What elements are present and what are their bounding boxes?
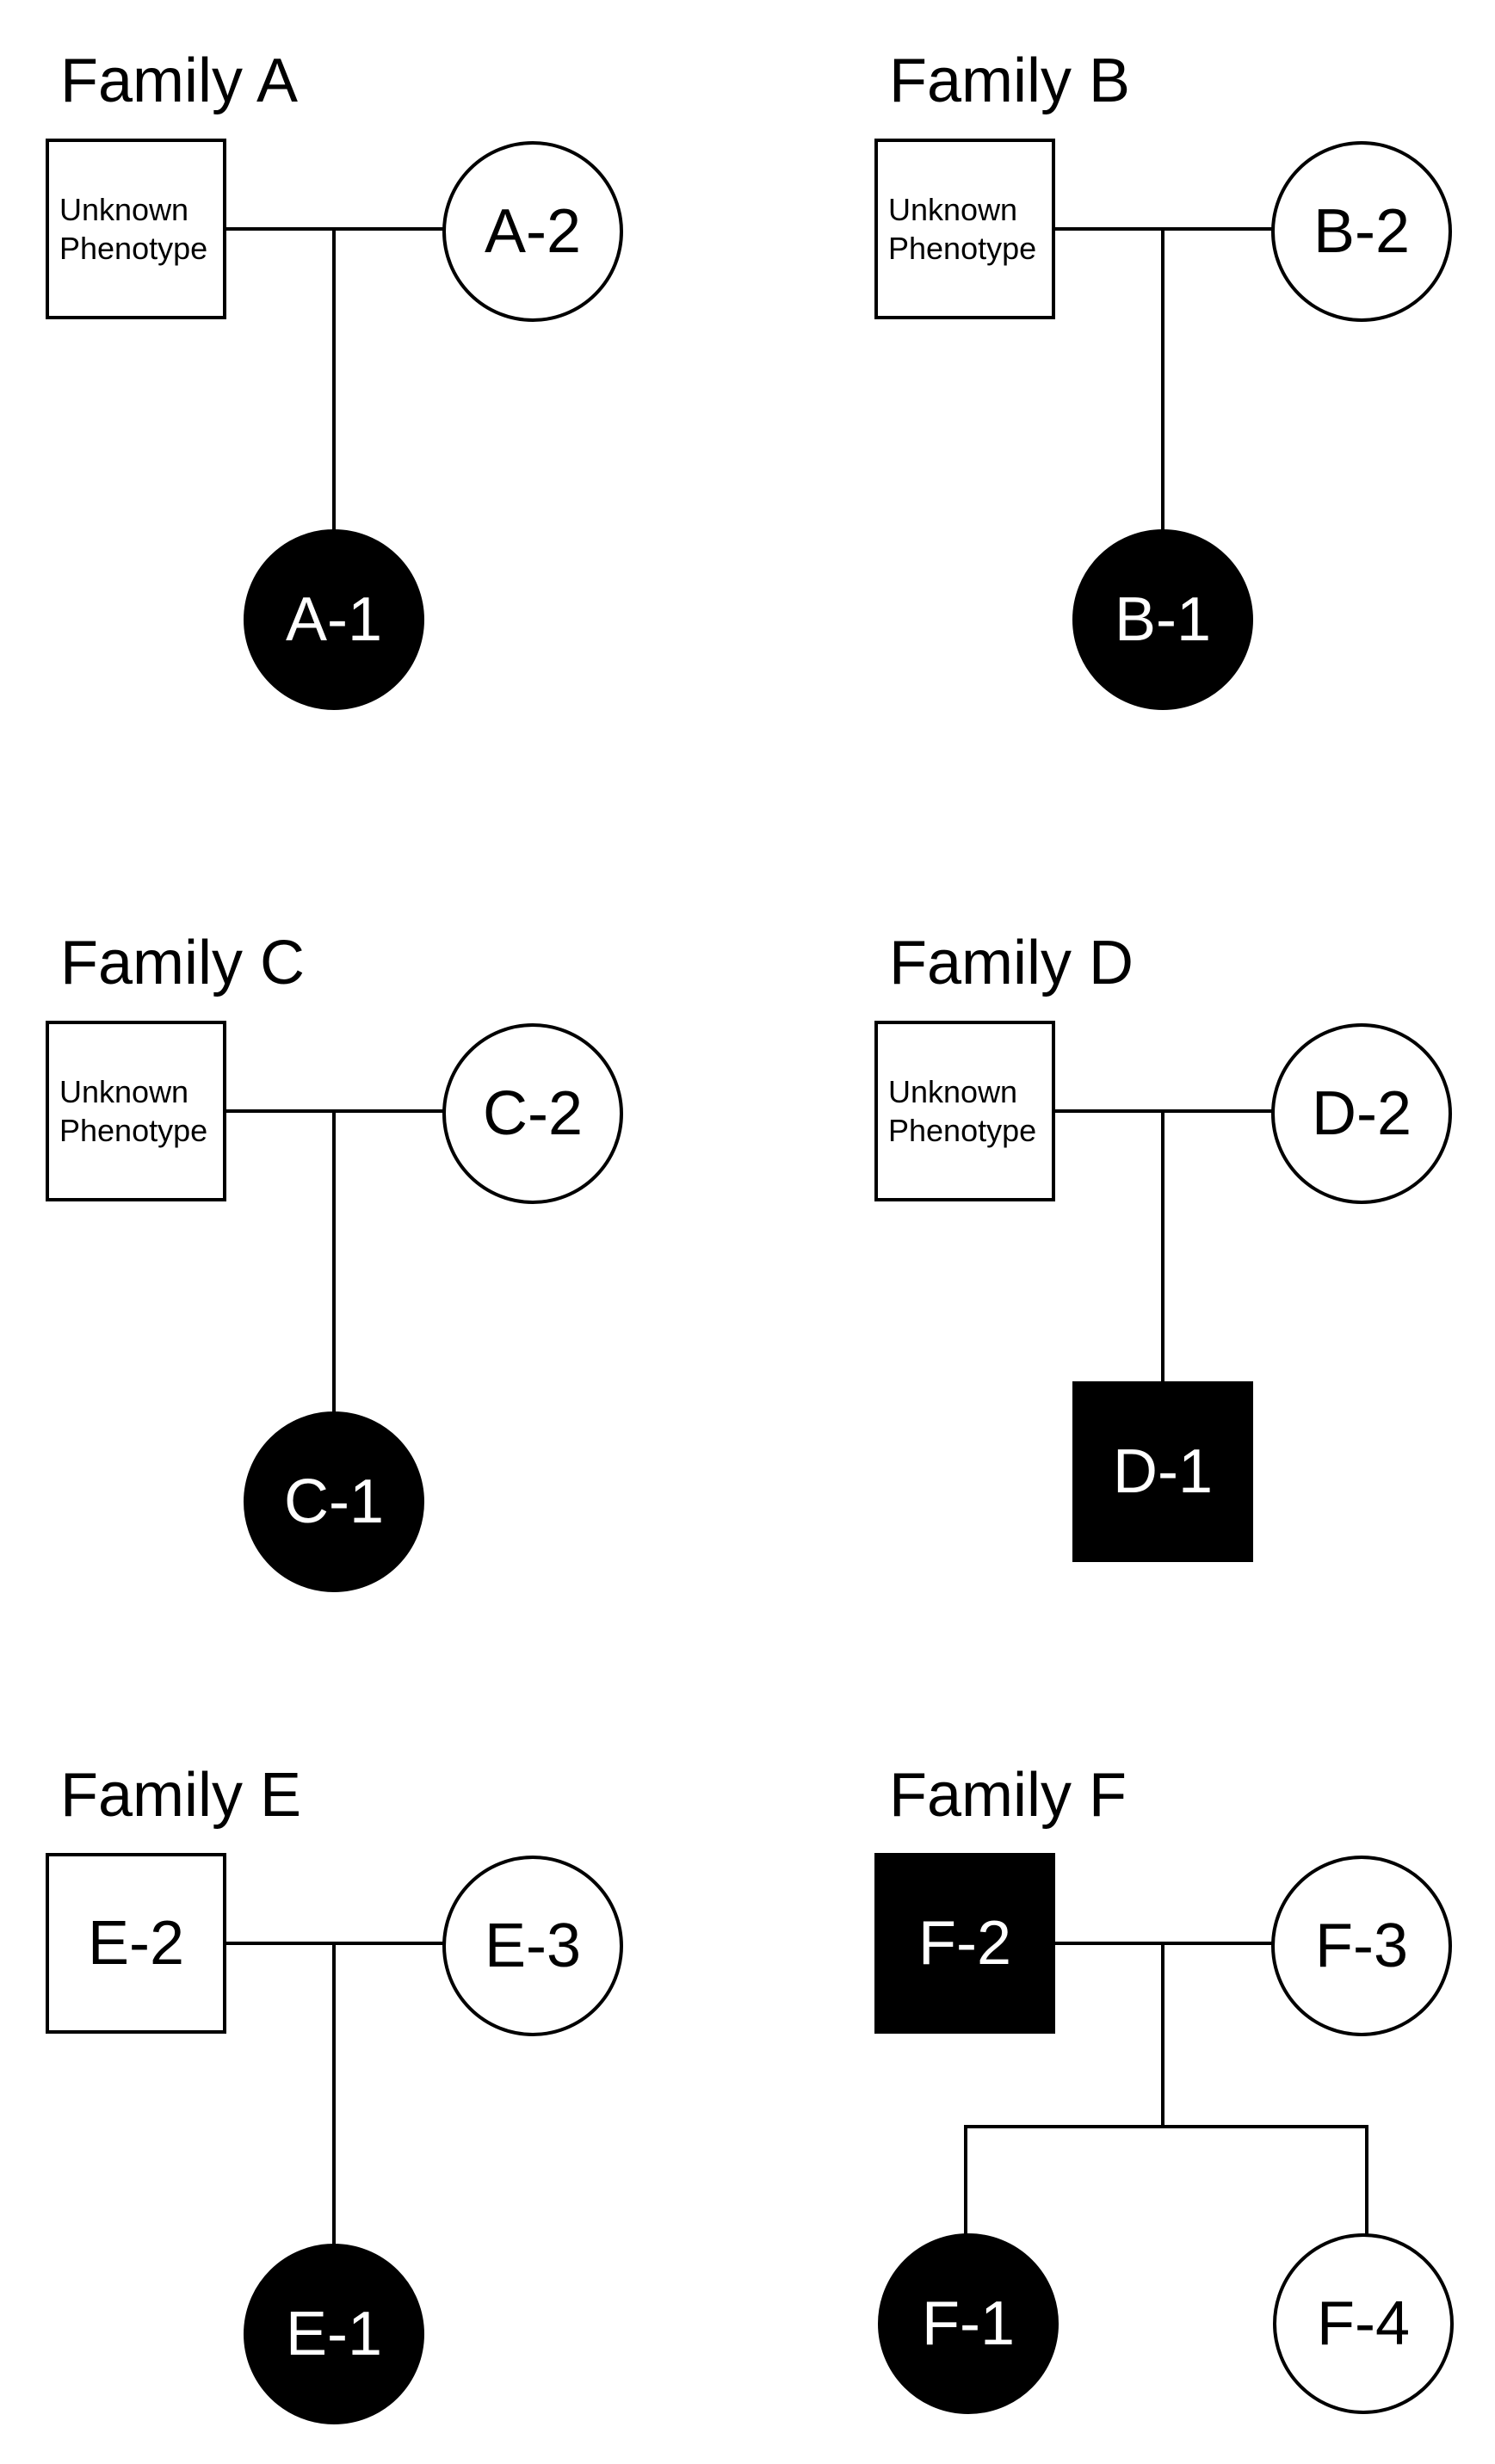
family-a-title: Family A — [60, 46, 299, 115]
family-e-father-node: E-2 — [46, 1853, 226, 2034]
family-f-child2-label: F-4 — [1317, 2289, 1410, 2358]
family-d-child-label: D-1 — [1112, 1437, 1213, 1506]
family-a-child-label: A-1 — [285, 585, 383, 654]
family-f-mother-label: F-3 — [1315, 1911, 1408, 1980]
family-e-descent-line — [332, 1943, 336, 2245]
family-e-title: Family E — [60, 1761, 302, 1830]
family-f-child2-node: F-4 — [1273, 2233, 1454, 2414]
family-e-child-label: E-1 — [285, 2300, 383, 2368]
family-b-child-label: B-1 — [1114, 585, 1212, 654]
family-c-father-node: Unknown Phenotype — [46, 1021, 226, 1201]
family-e-father-label: E-2 — [87, 1909, 185, 1978]
family-c-descent-line — [332, 1111, 336, 1413]
family-e: Family E E-2 E-3 E-1 — [0, 1714, 666, 2464]
family-f-mother-node: F-3 — [1271, 1856, 1452, 2036]
family-f-child1-label: F-1 — [922, 2289, 1015, 2358]
family-f-descent-line — [1161, 1943, 1164, 2127]
family-f-sibship-line — [964, 2125, 1368, 2128]
family-f-child1-node: F-1 — [878, 2233, 1059, 2414]
family-b-mother-label: B-2 — [1313, 197, 1411, 266]
family-a: Family A Unknown Phenotype A-2 A-1 — [0, 0, 666, 861]
family-b-child-node: B-1 — [1072, 529, 1253, 710]
family-d-child-node: D-1 — [1072, 1381, 1253, 1562]
family-b: Family B Unknown Phenotype B-2 B-1 — [829, 0, 1495, 861]
family-d-title: Family D — [889, 929, 1134, 997]
family-f-child2-drop-line — [1365, 2127, 1368, 2235]
family-d-descent-line — [1161, 1111, 1164, 1381]
family-c-mother-label: C-2 — [482, 1079, 583, 1148]
family-b-title: Family B — [889, 46, 1131, 115]
family-c: Family C Unknown Phenotype C-2 C-1 — [0, 882, 666, 1743]
family-e-mother-node: E-3 — [442, 1856, 623, 2036]
family-d-mother-node: D-2 — [1271, 1023, 1452, 1204]
family-a-mother-label: A-2 — [484, 197, 582, 266]
family-c-child-label: C-1 — [283, 1467, 384, 1536]
family-a-father-label: Unknown Phenotype — [59, 192, 208, 266]
family-c-child-node: C-1 — [244, 1411, 424, 1592]
family-d-father-label: Unknown Phenotype — [888, 1074, 1037, 1148]
family-e-child-node: E-1 — [244, 2244, 424, 2424]
family-a-descent-line — [332, 229, 336, 531]
family-c-mother-node: C-2 — [442, 1023, 623, 1204]
family-d: Family D Unknown Phenotype D-2 D-1 — [829, 882, 1495, 1743]
family-b-descent-line — [1161, 229, 1164, 531]
family-f-father-node: F-2 — [874, 1853, 1055, 2034]
family-f-father-label: F-2 — [918, 1909, 1011, 1978]
family-d-mother-label: D-2 — [1311, 1079, 1412, 1148]
family-a-mother-node: A-2 — [442, 141, 623, 322]
family-d-father-node: Unknown Phenotype — [874, 1021, 1055, 1201]
family-c-father-label: Unknown Phenotype — [59, 1074, 208, 1148]
family-c-title: Family C — [60, 929, 305, 997]
family-f: Family F F-2 F-3 F-1 F-4 — [829, 1714, 1495, 2464]
family-f-child1-drop-line — [964, 2127, 967, 2235]
family-b-father-label: Unknown Phenotype — [888, 192, 1037, 266]
family-a-father-node: Unknown Phenotype — [46, 139, 226, 319]
family-a-child-node: A-1 — [244, 529, 424, 710]
family-f-title: Family F — [889, 1761, 1127, 1830]
family-e-mother-label: E-3 — [484, 1911, 582, 1980]
family-b-father-node: Unknown Phenotype — [874, 139, 1055, 319]
family-b-mother-node: B-2 — [1271, 141, 1452, 322]
